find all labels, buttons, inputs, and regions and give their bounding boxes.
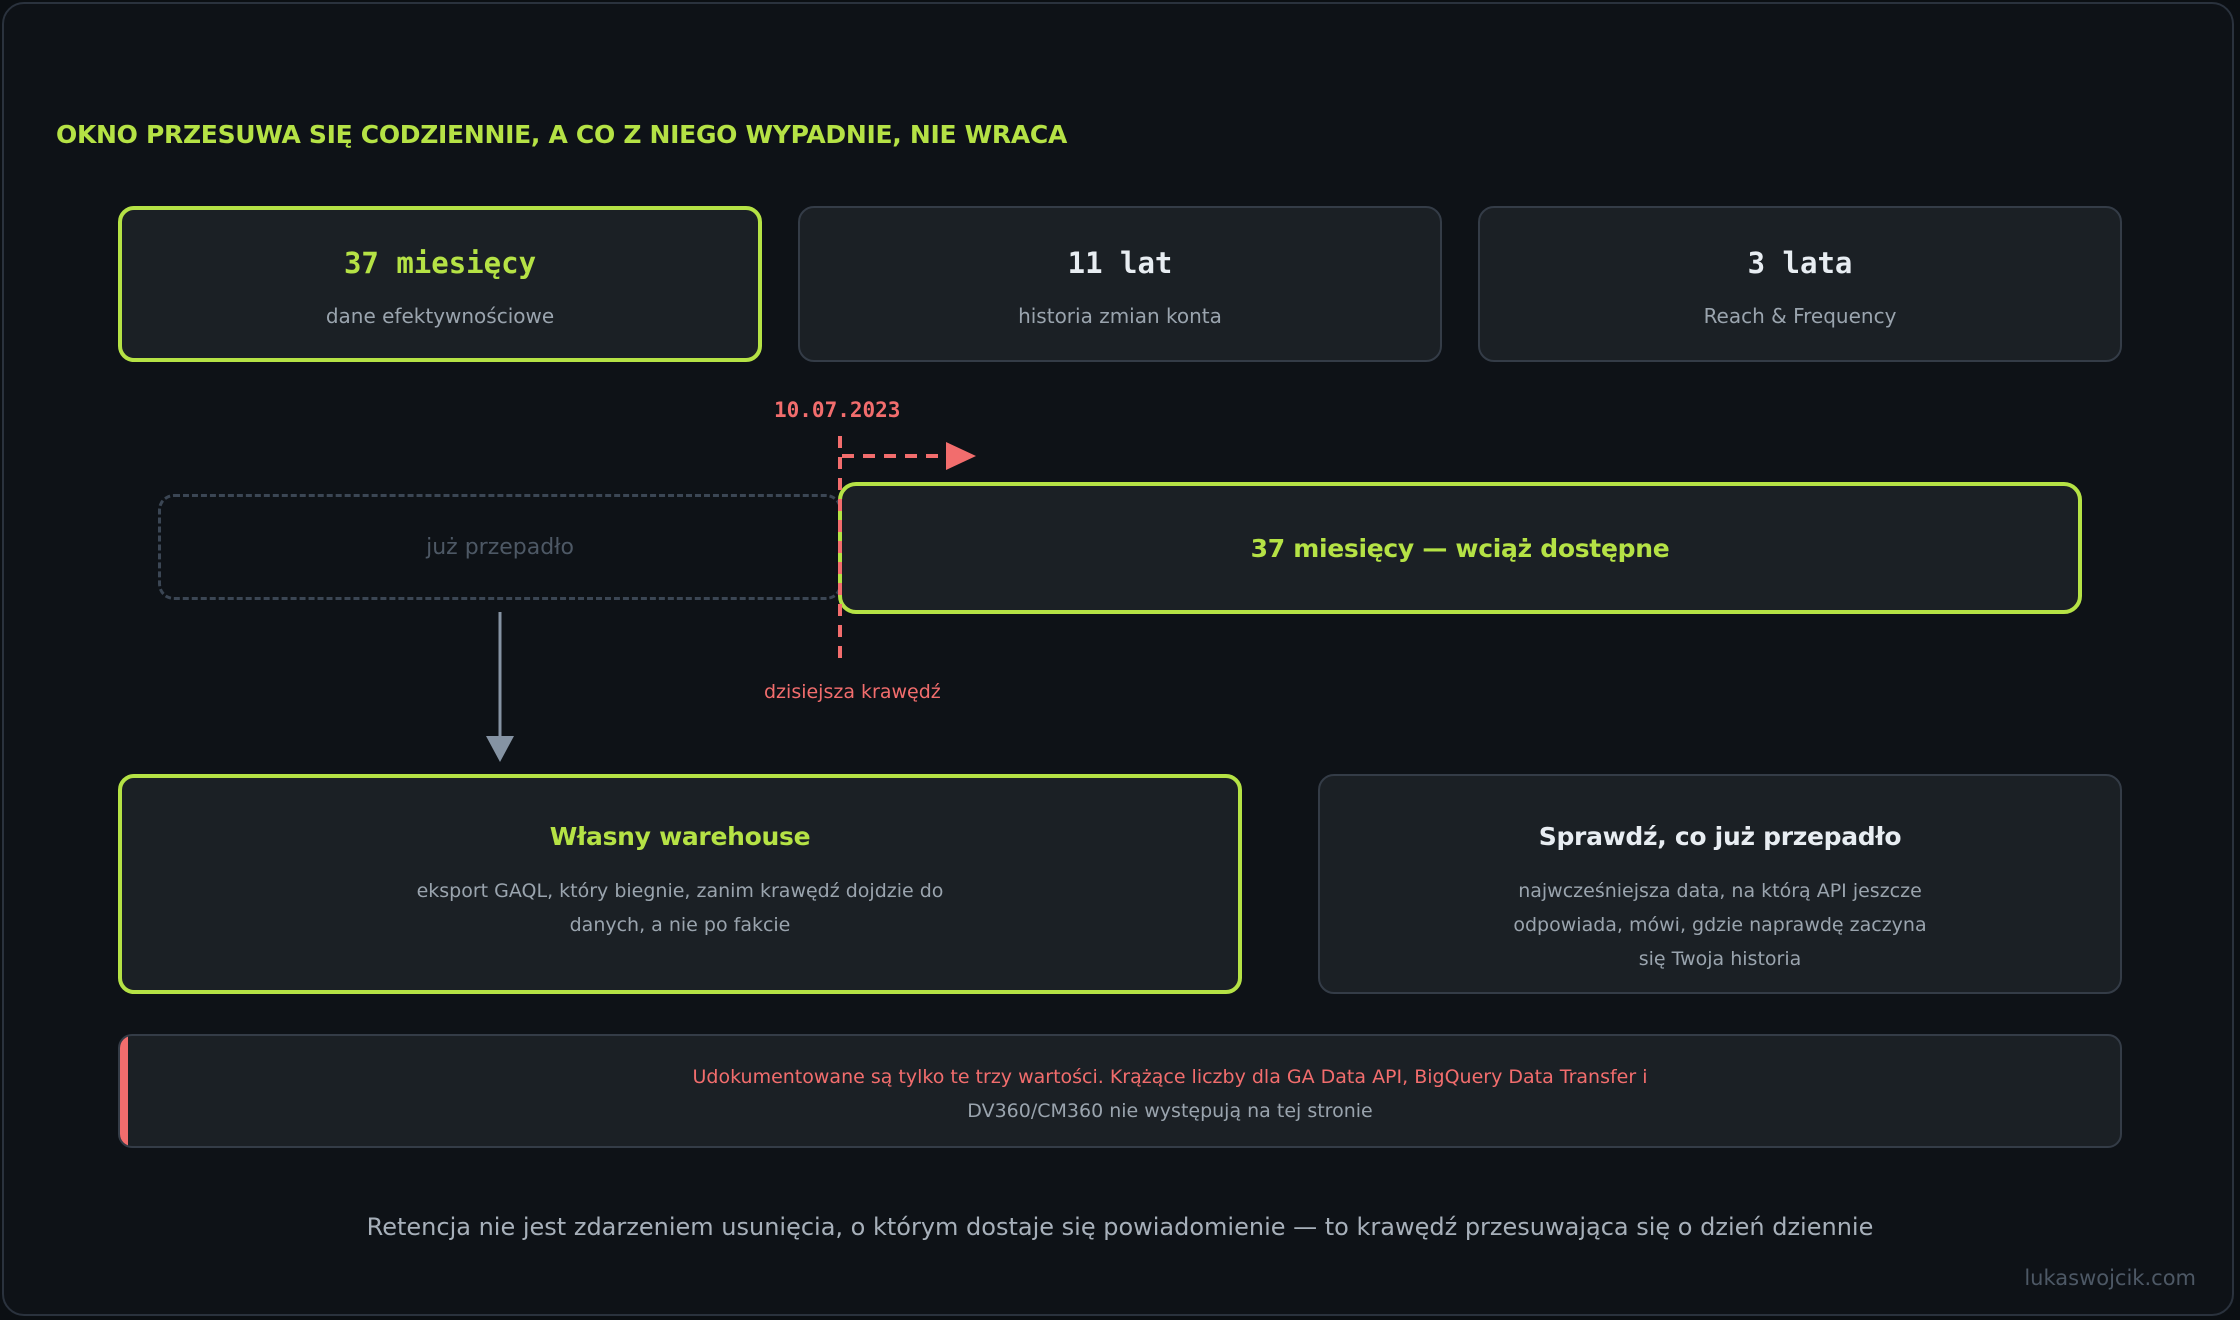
today-edge-label: dzisiejsza krawędź xyxy=(764,681,941,703)
stat-label: dane efektywnościowe xyxy=(325,304,555,328)
available-data-label: 37 miesięcy — wciąż dostępne xyxy=(1250,533,1670,563)
check-lost-card-title: Sprawdź, co już przepadło xyxy=(1538,822,1902,851)
stat-label: historia zmian konta xyxy=(1018,304,1222,328)
lost-data-label: już przepadło xyxy=(426,534,574,560)
note-line-detail: DV360/CM360 nie występują na tej stronie xyxy=(967,1100,1373,1122)
stat-value: 11 lat xyxy=(1067,246,1173,280)
stat-value: 37 miesięcy xyxy=(343,246,537,280)
diagram-title: OKNO PRZESUWA SIĘ CODZIENNIE, A CO Z NIE… xyxy=(56,120,1068,149)
note-text: Udokumentowane są tylko te trzy wartości… xyxy=(240,1060,2100,1128)
bottom-caption: Retencja nie jest zdarzeniem usunięcia, … xyxy=(366,1213,1874,1241)
stat-value: 3 lata xyxy=(1747,246,1853,280)
warehouse-card-desc: eksport GAQL, który biegnie, zanim krawę… xyxy=(122,874,1238,942)
export-arrow-head xyxy=(486,736,514,762)
lost-data-region: już przepadło xyxy=(158,494,842,600)
edge-date-label: 10.07.2023 xyxy=(774,398,901,422)
warehouse-card-title: Własny warehouse xyxy=(549,822,811,851)
desc-line: eksport GAQL, który biegnie, zanim krawę… xyxy=(416,880,944,902)
stat-box-performance-data: 37 miesięcy dane efektywnościowe xyxy=(118,206,762,362)
credit-link[interactable]: lukaswojcik.com xyxy=(2024,1266,2196,1290)
stat-label: Reach & Frequency xyxy=(1703,304,1897,328)
warehouse-card: Własny warehouse eksport GAQL, który bie… xyxy=(118,774,1242,994)
note-line-warning: Udokumentowane są tylko te trzy wartości… xyxy=(692,1066,1648,1088)
shift-arrow-head xyxy=(946,442,976,470)
note-accent-bar xyxy=(120,1036,128,1146)
check-lost-card-desc: najwcześniejsza data, na którą API jeszc… xyxy=(1320,874,2120,976)
desc-line: najwcześniejsza data, na którą API jeszc… xyxy=(1518,880,1922,902)
desc-line: danych, a nie po fakcie xyxy=(569,914,791,936)
stat-box-account-history: 11 lat historia zmian konta xyxy=(798,206,1442,362)
stat-box-reach-frequency: 3 lata Reach & Frequency xyxy=(1478,206,2122,362)
desc-line: odpowiada, mówi, gdzie naprawdę zaczyna xyxy=(1513,914,1927,936)
desc-line: się Twoja historia xyxy=(1638,948,1802,970)
check-lost-card: Sprawdź, co już przepadło najwcześniejsz… xyxy=(1318,774,2122,994)
documentation-note: Udokumentowane są tylko te trzy wartości… xyxy=(118,1034,2122,1148)
available-data-region: 37 miesięcy — wciąż dostępne xyxy=(838,482,2082,614)
